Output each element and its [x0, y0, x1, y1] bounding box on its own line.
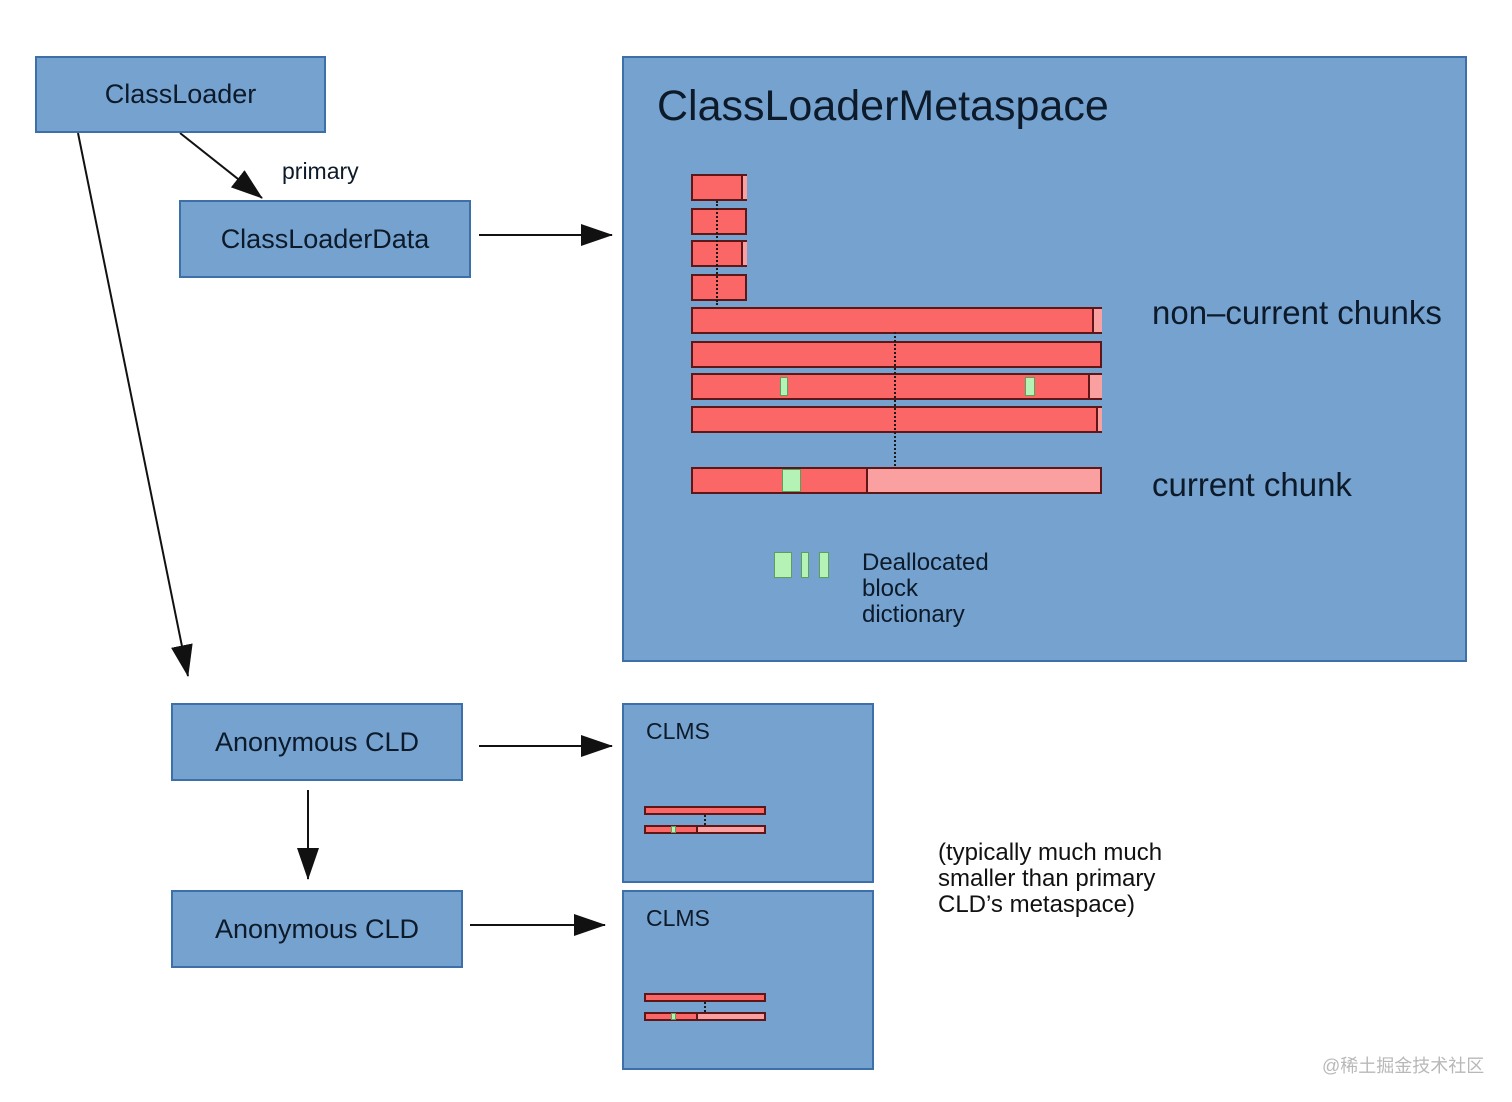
- legend-free-block-medium: [801, 552, 809, 578]
- classloader-node: ClassLoader: [35, 56, 326, 133]
- legend-label-line-1: Deallocated: [862, 549, 989, 576]
- free-block: [782, 469, 801, 492]
- legend-label-line-3: dictionary: [862, 601, 965, 628]
- free-block: [780, 377, 788, 396]
- legend-label: Deallocated block dictionary: [862, 550, 989, 628]
- large-chunk-1: [691, 307, 1102, 334]
- large-chunk-4: [691, 406, 1102, 433]
- clms-title-1: CLMS: [646, 718, 710, 744]
- free-block: [1025, 377, 1035, 396]
- arrow-classloader-to-cld: [179, 132, 263, 199]
- size-note: (typically much much smaller than primar…: [938, 840, 1162, 918]
- current-chunk-label: current chunk: [1152, 466, 1352, 503]
- clms-panel-2: CLMS: [622, 890, 874, 1070]
- small-chunk-3: [691, 240, 747, 267]
- clms-1-current-chunk: [644, 825, 766, 834]
- classloaderdata-label: ClassLoaderData: [220, 223, 430, 254]
- watermark: @稀土掘金技术社区: [1322, 1056, 1485, 1076]
- non-current-chunks-label: non–current chunks: [1152, 294, 1442, 331]
- anonymous-cld-label-2: Anonymous CLD: [214, 913, 420, 944]
- classloadermetaspace-panel: ClassLoaderMetaspace non–current chunks …: [622, 56, 1467, 662]
- free-block: [671, 826, 676, 833]
- legend-label-line-2: block: [862, 575, 919, 602]
- metaspace-title: ClassLoaderMetaspace: [657, 82, 1109, 130]
- small-chunk-2: [691, 208, 747, 235]
- clms-2-chunk-1: [644, 993, 766, 1002]
- clms-1-chunk-1: [644, 806, 766, 815]
- large-chunk-link: [894, 332, 896, 466]
- classloaderdata-node: ClassLoaderData: [179, 200, 471, 278]
- size-note-line-3: CLD’s metaspace): [938, 891, 1135, 918]
- clms-panel-1: CLMS: [622, 703, 874, 883]
- large-chunk-2: [691, 341, 1102, 368]
- clms-2-current-chunk: [644, 1012, 766, 1021]
- arrow-classloader-to-anon: [77, 132, 193, 677]
- clms-1-chunk-link: [704, 815, 706, 825]
- free-block: [671, 1013, 676, 1020]
- clms-title-2: CLMS: [646, 905, 710, 931]
- legend-free-block-small: [819, 552, 829, 578]
- size-note-line-2: smaller than primary: [938, 865, 1156, 892]
- legend-free-block-large: [774, 552, 792, 578]
- primary-edge-label: primary: [282, 158, 359, 184]
- anonymous-cld-node-2: Anonymous CLD: [171, 890, 463, 968]
- small-chunk-4: [691, 274, 747, 301]
- anonymous-cld-label-1: Anonymous CLD: [214, 726, 420, 757]
- anonymous-cld-node-1: Anonymous CLD: [171, 703, 463, 781]
- small-chunk-1: [691, 174, 747, 201]
- current-chunk: [691, 467, 1102, 494]
- small-chunk-link: [716, 201, 718, 305]
- large-chunk-3: [691, 373, 1102, 400]
- size-note-line-1: (typically much much: [938, 839, 1163, 866]
- clms-2-chunk-link: [704, 1002, 706, 1012]
- classloader-label: ClassLoader: [104, 79, 257, 109]
